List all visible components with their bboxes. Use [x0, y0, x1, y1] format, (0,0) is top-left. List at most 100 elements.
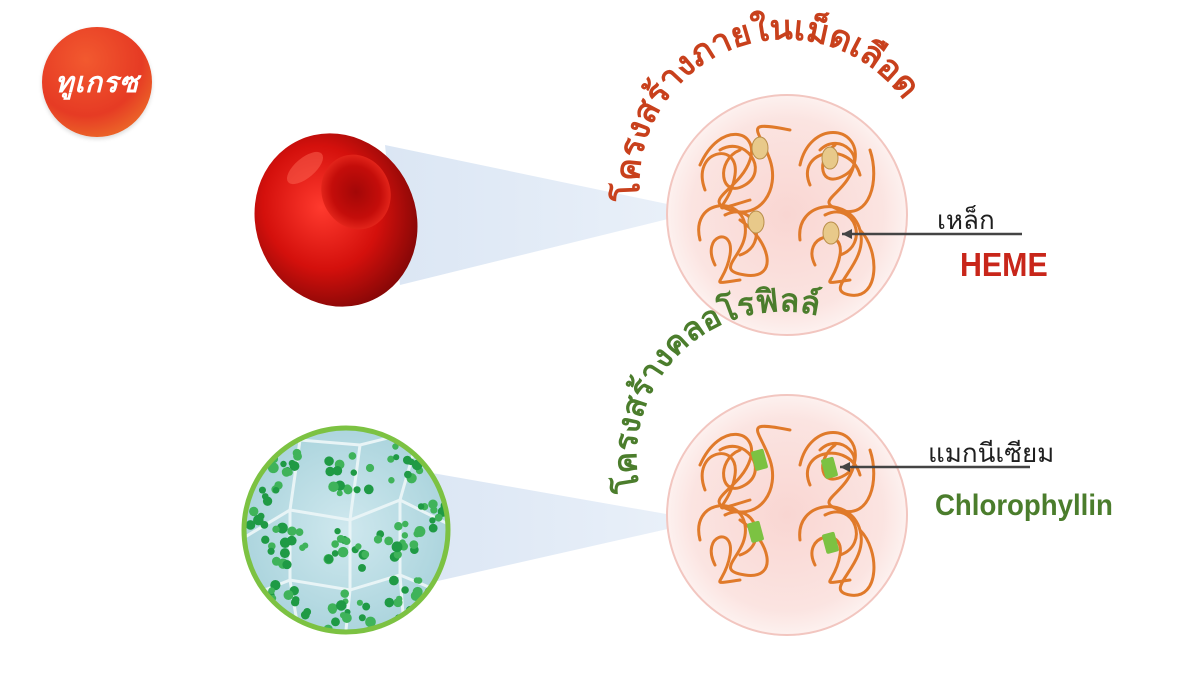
chloroplast-dot [409, 540, 419, 549]
iron-label: เหล็ก [937, 205, 995, 235]
chloroplast-dot [428, 523, 438, 533]
chloroplast-dot [245, 520, 256, 530]
logo-text: ทูเกรซ [54, 66, 140, 99]
chloroplast-dot [393, 550, 402, 559]
chloroplast-dot [389, 575, 399, 586]
chloroplast-dot [415, 577, 423, 584]
chloroplast-dot [412, 586, 423, 597]
chloroplast-dot [261, 493, 269, 500]
chloroplast-dot [295, 528, 304, 536]
chloroplast-dot [234, 498, 242, 506]
chloroplast-dot [277, 613, 286, 622]
chloroplast-dot [401, 532, 409, 539]
chloroplast-dot [324, 456, 334, 466]
chloroplast-dot [401, 586, 409, 594]
chloroplast-dot [331, 540, 339, 548]
chloroplast-dot [279, 537, 291, 548]
chloroplast-dot [358, 563, 366, 572]
chloroplast-dot [328, 481, 339, 492]
heme-label: HEME [960, 246, 1048, 283]
chloroplast-dot [394, 522, 403, 531]
chloroplast-dot [361, 550, 370, 559]
iron-site-icon [747, 136, 840, 245]
chloroplast-dot [384, 597, 395, 608]
chloroplast-dot [289, 461, 300, 471]
chloroplast-dot [365, 463, 375, 473]
chloroplast-dot [287, 526, 297, 536]
chloroplast-dot [358, 614, 366, 622]
zoom-beam-top [385, 145, 672, 285]
chloroplast-dot [355, 543, 362, 550]
brand-logo: ทูเกรซ [42, 27, 152, 137]
chloroplast-dot [325, 466, 335, 477]
chloroplast-dot [332, 466, 343, 476]
chloroplast-dot [280, 460, 287, 468]
magnesium-label: แมกนีเซียม [928, 438, 1055, 468]
chloroplast-dot [293, 451, 302, 461]
chloroplast-dot [290, 598, 300, 607]
chloroplast-dot [419, 447, 427, 454]
chloroplast-dot [388, 477, 395, 484]
chloroplast-dot [276, 522, 288, 534]
chloroplast-dot [353, 486, 361, 494]
chloroplast-dot [253, 514, 264, 526]
chloroplast-dot [303, 607, 312, 616]
chloroplast-dot [342, 537, 351, 546]
chloroplast-dot [387, 455, 395, 463]
chloroplast-dot [336, 490, 343, 497]
chloroplast-dot [350, 469, 357, 476]
chlorophyll-molecule-diagram [666, 394, 1030, 636]
chloroplast-dot [417, 503, 425, 510]
chloroplast-dot [395, 595, 403, 603]
chloroplast-dot [392, 443, 399, 450]
chloroplast-dot [331, 550, 339, 557]
chloroplast-dot [362, 602, 371, 611]
chloroplast-dot [336, 600, 347, 611]
chloroplast-dot [268, 587, 275, 595]
chloroplast-dot [271, 556, 281, 566]
chloroplast-dot [343, 485, 353, 495]
red-blood-cell-icon [254, 133, 418, 307]
chloroplast-dot [232, 493, 242, 503]
chloroplast-dot [429, 517, 436, 524]
chloroplast-dot [282, 560, 292, 570]
chloroplast-dot [249, 506, 259, 517]
zoom-beam-bottom [415, 470, 672, 585]
chloroplast-dot [267, 547, 275, 555]
chloroplast-dot [339, 611, 347, 619]
chlorophyllin-label: Chlorophyllin [935, 489, 1113, 522]
chloroplast-dot [434, 513, 443, 522]
chloroplast-dot [365, 616, 376, 628]
chloroplast-dot [299, 544, 306, 551]
chloroplast-dot [414, 526, 426, 537]
chloroplast-dot [384, 536, 394, 546]
chloroplast-dot [261, 535, 270, 544]
chloroplast-dot [404, 470, 412, 479]
chloroplast-dot [356, 599, 363, 606]
chloroplast-dot [340, 589, 350, 598]
chloroplast-dot [258, 486, 266, 494]
chloroplast-dot [334, 527, 341, 535]
chloroplast-dot [281, 467, 292, 477]
chloroplast-dot [428, 499, 438, 509]
chloroplast-dot [267, 462, 279, 474]
chloroplast-dot [337, 546, 349, 558]
chloroplast-dot [279, 548, 290, 559]
chloroplast-dot [327, 603, 338, 614]
chloroplast-dot [272, 486, 280, 494]
chloroplast-dot [324, 554, 334, 564]
chloroplast-dot [363, 484, 374, 495]
chloroplast-dot [331, 617, 340, 627]
chloroplast-dot [348, 452, 357, 460]
heme-molecule-diagram [666, 94, 1022, 336]
chloroplast-dot [283, 590, 294, 601]
chloroplast-dot [427, 612, 435, 620]
chloroplast-dot [391, 541, 403, 553]
chloroplast-dot [402, 520, 409, 528]
chloroplast-dot [288, 619, 295, 626]
plant-cell-icon [232, 425, 451, 635]
chloroplast-dot [272, 525, 280, 534]
chloroplast-dot [393, 454, 400, 461]
